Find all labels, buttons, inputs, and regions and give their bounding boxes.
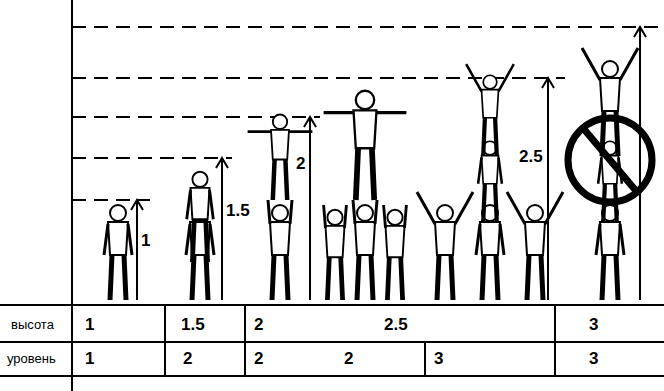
height-mark: 2: [295, 155, 306, 172]
table-cell: 3: [433, 350, 444, 367]
table-cell: 3: [588, 316, 599, 333]
table-cell: 2: [253, 350, 264, 367]
height-mark: 1: [140, 232, 151, 249]
height-mark: 2.5: [518, 148, 544, 165]
table-cell: 3: [588, 350, 599, 367]
table-cell: 2: [182, 350, 193, 367]
table-cell: 2.5: [383, 316, 409, 333]
table-header: высота: [10, 318, 55, 331]
table-cell: 1.5: [180, 316, 206, 333]
table-cell: 2: [253, 316, 264, 333]
table-cell: 2: [343, 350, 354, 367]
height-mark: 1.5: [225, 202, 251, 219]
table-cell: 1: [84, 316, 95, 333]
table-header: уровень: [6, 352, 57, 365]
table-cell: 1: [84, 350, 95, 367]
